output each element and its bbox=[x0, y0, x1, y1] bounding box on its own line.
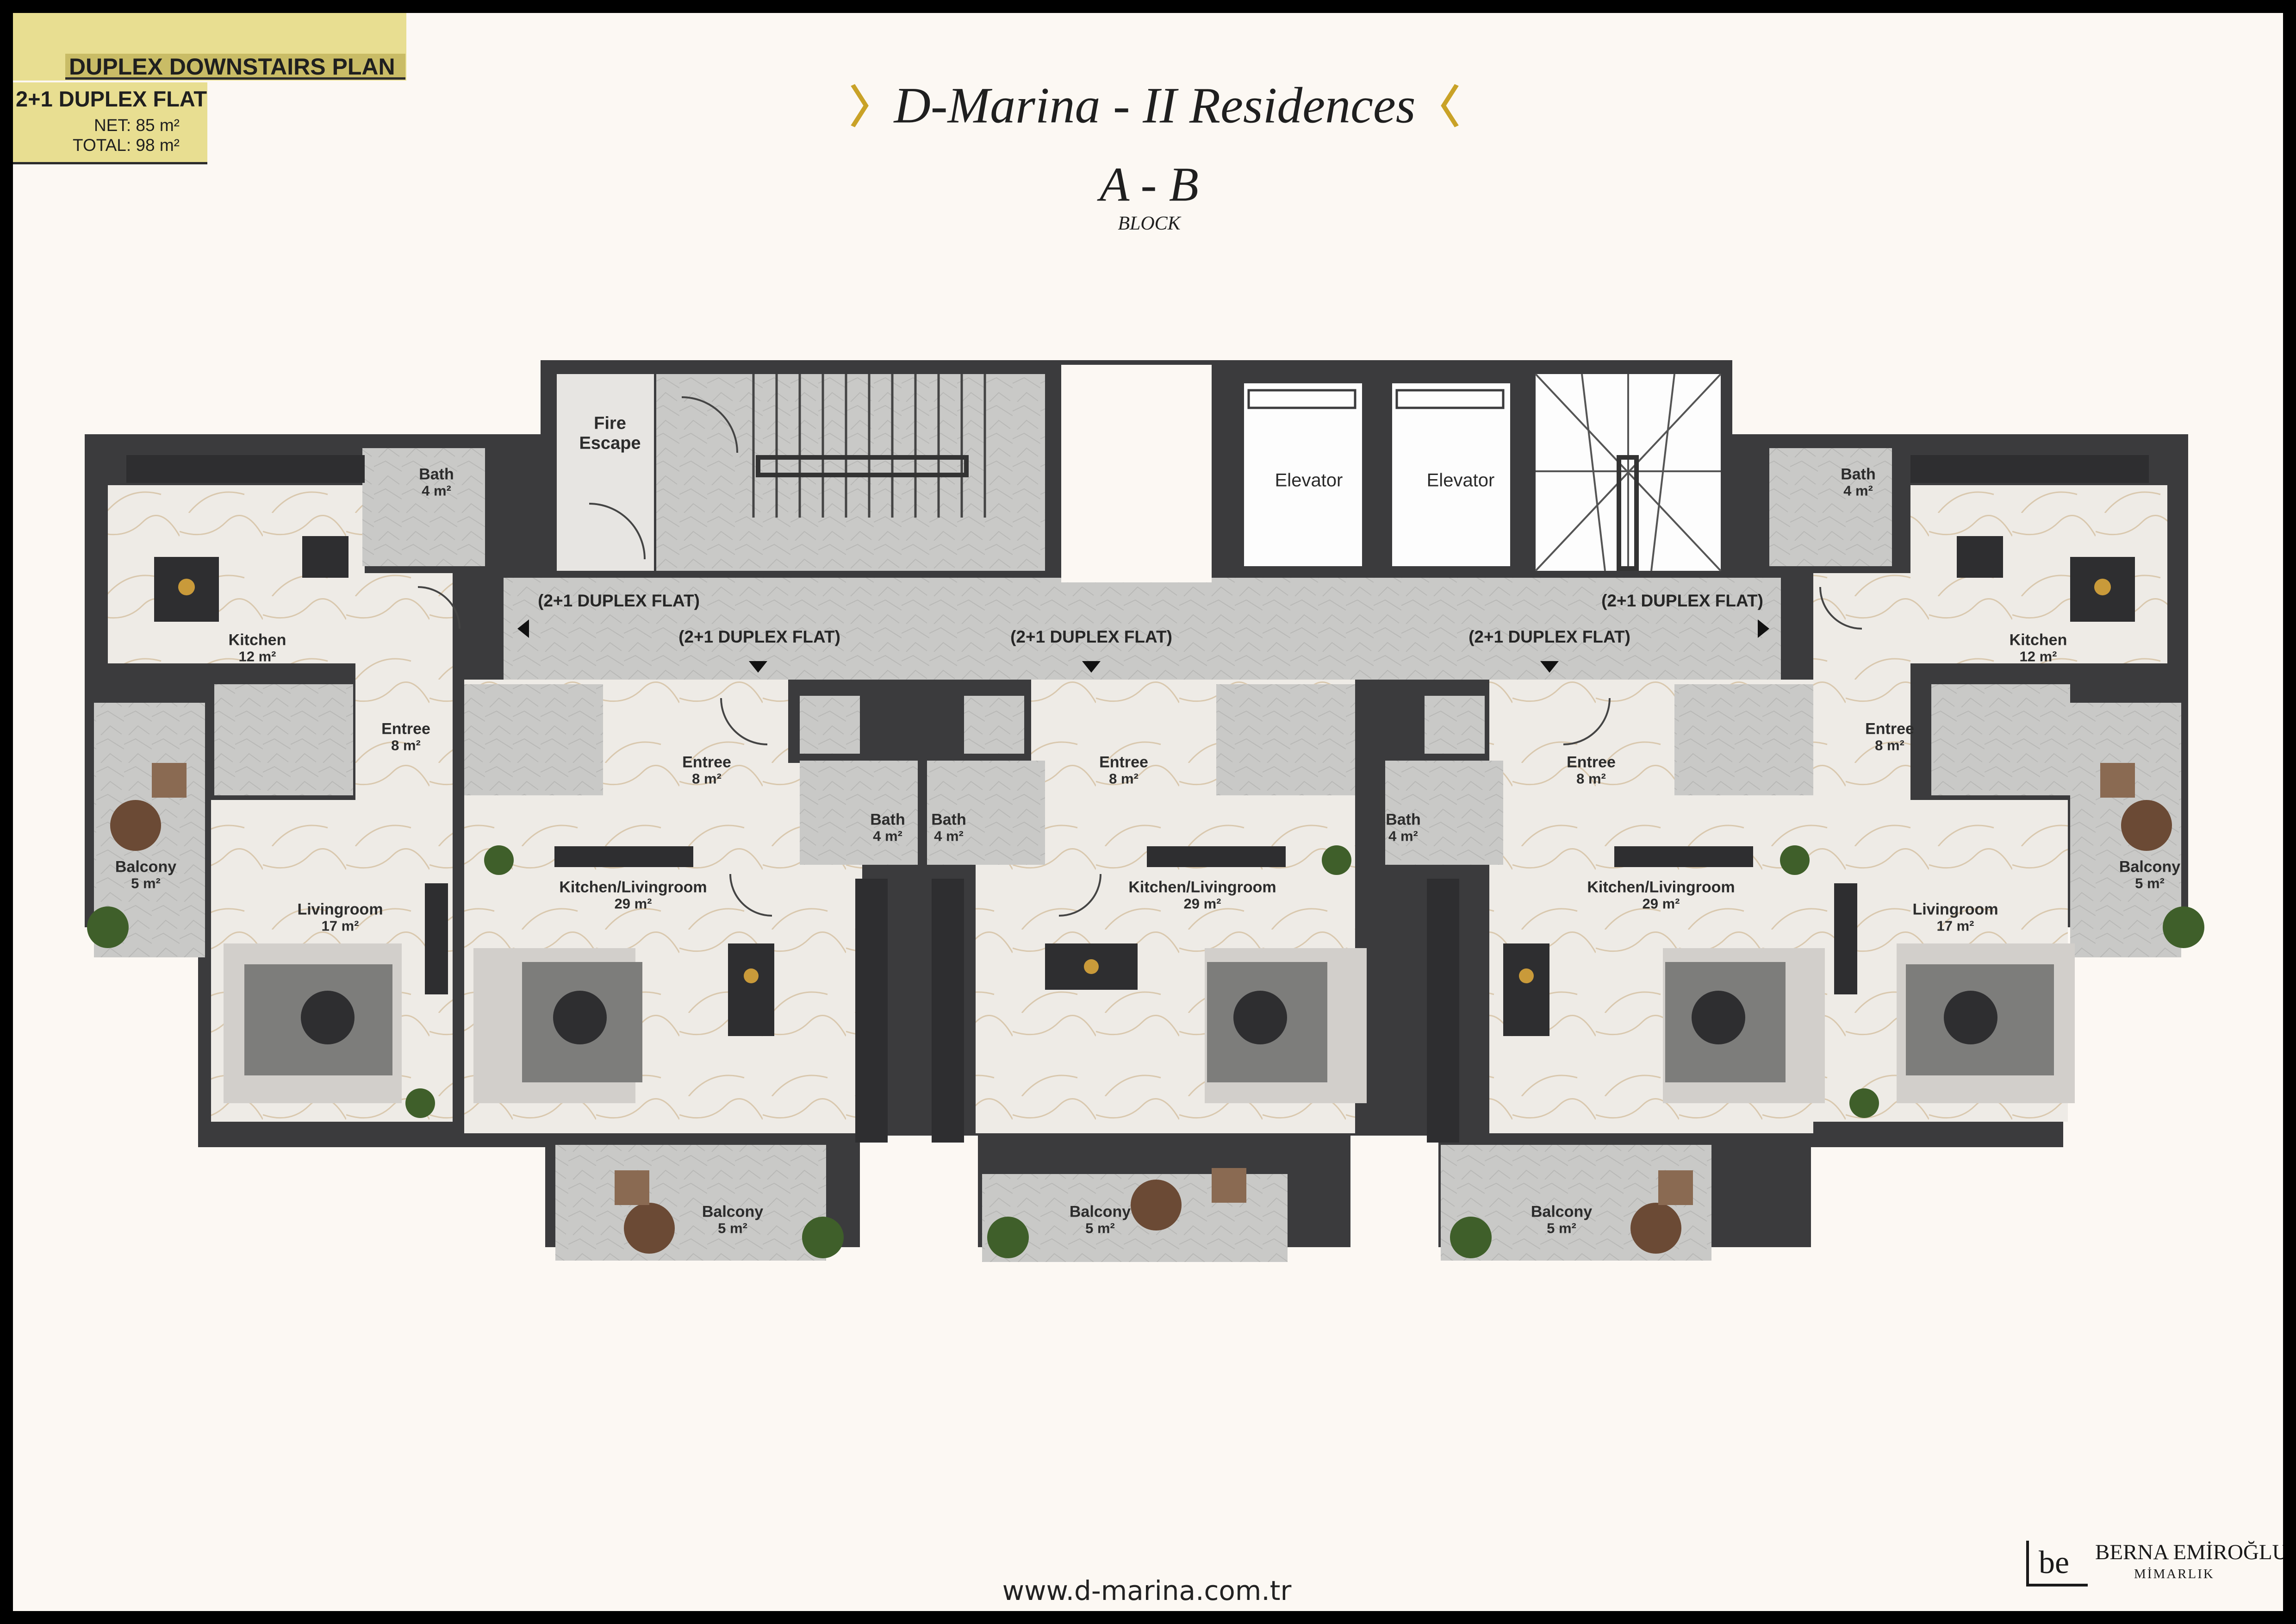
floor-plan bbox=[85, 360, 2204, 1262]
plants bbox=[87, 845, 2204, 1258]
svg-text:be: be bbox=[2039, 1545, 2069, 1580]
kitchen-counters bbox=[126, 455, 2149, 1143]
unit-label: (2+1 DUPLEX FLAT) bbox=[1601, 591, 1763, 610]
stair-opening bbox=[1061, 365, 1212, 582]
block-word: BLOCK bbox=[1118, 213, 1181, 234]
plan-badge: DUPLEX DOWNSTAIRS PLAN bbox=[13, 13, 406, 81]
plan-sheet: DUPLEX DOWNSTAIRS PLAN 2+1 DUPLEX FLAT N… bbox=[13, 13, 2283, 1611]
elevator-2-label: Elevator bbox=[1426, 470, 1495, 491]
architect-logo: be bbox=[2026, 1541, 2088, 1587]
corridor bbox=[504, 578, 1781, 680]
flat-type: 2+1 DUPLEX FLAT bbox=[16, 87, 207, 111]
project-title: 〉D-Marina - II Residences〈 bbox=[849, 71, 1460, 136]
elevator-shaft-2 bbox=[1388, 379, 1515, 571]
project-name: D-Marina - II Residences bbox=[894, 77, 1416, 134]
architect-brand: be BERNA EMİROĞLU MİMARLIK bbox=[2025, 1535, 2283, 1589]
fire-escape-label: Fire Escape bbox=[579, 413, 641, 453]
door-swings bbox=[417, 396, 1862, 917]
block-title: A - B bbox=[1100, 157, 1199, 212]
corridor-arrows bbox=[517, 619, 1769, 673]
unit-label: (2+1 DUPLEX FLAT) bbox=[678, 627, 840, 646]
architect-subtitle: MİMARLIK bbox=[2134, 1567, 2215, 1581]
flat-info-badge: 2+1 DUPLEX FLAT NET: 85 m² TOTAL: 98 m² bbox=[13, 82, 207, 164]
plan-title: DUPLEX DOWNSTAIRS PLAN bbox=[65, 54, 405, 80]
bath-floors bbox=[362, 448, 1892, 865]
main-stair-treads bbox=[752, 374, 986, 518]
elevator-1-label: Elevator bbox=[1275, 470, 1343, 491]
unit-stairs bbox=[214, 684, 2070, 795]
balcony-furniture bbox=[110, 763, 2172, 1254]
website-url[interactable]: www.d-marina.com.tr bbox=[1002, 1575, 1292, 1606]
tv-units bbox=[302, 536, 2003, 994]
elevator-shaft-1 bbox=[1239, 379, 1367, 571]
net-area: NET: 85 m² bbox=[93, 116, 180, 135]
unit-label: (2+1 DUPLEX FLAT) bbox=[1468, 627, 1630, 646]
title-bracket-right-icon: 〈 bbox=[1415, 82, 1460, 132]
fire-escape-room bbox=[557, 374, 654, 571]
spiral-stair-lines bbox=[1535, 373, 1722, 572]
place-settings bbox=[178, 579, 2111, 983]
dining-tables bbox=[154, 557, 2135, 1036]
unit-label: (2+1 DUPLEX FLAT) bbox=[1010, 627, 1172, 646]
unit-label: (2+1 DUPLEX FLAT) bbox=[538, 591, 700, 610]
total-area: TOTAL: 98 m² bbox=[73, 136, 180, 155]
architect-name: BERNA EMİROĞLU bbox=[2095, 1540, 2283, 1564]
title-bracket-left-icon: 〉 bbox=[849, 82, 894, 132]
living-furniture bbox=[224, 943, 2075, 1103]
main-stair bbox=[656, 374, 1045, 571]
